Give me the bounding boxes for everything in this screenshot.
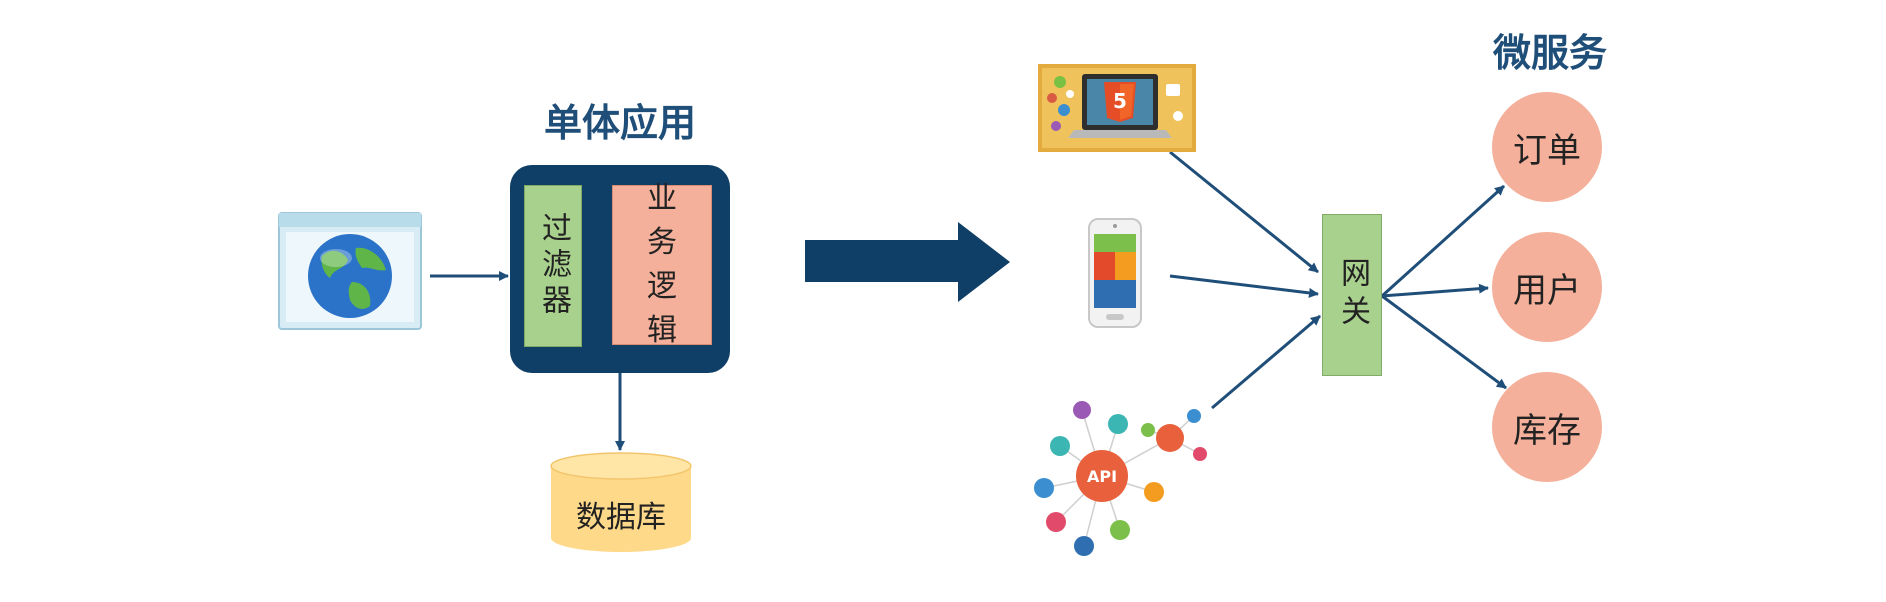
service-inventory: 库存: [1492, 372, 1602, 482]
html5-web-client-icon: 5: [1038, 64, 1196, 152]
business-logic-box: 业务逻辑: [612, 181, 712, 348]
smartphone-client-icon: [1088, 218, 1142, 328]
svg-text:5: 5: [1113, 89, 1127, 113]
database-cylinder: [550, 452, 692, 554]
transition-arrow: [805, 222, 1010, 302]
api-center-label: API: [1087, 467, 1117, 486]
arrow-gateway-to-inventory: [1381, 294, 1507, 390]
arrow-gateway-to-order: [1380, 184, 1506, 298]
service-user: 用户: [1492, 232, 1602, 342]
gateway-box: 网关: [1322, 214, 1382, 376]
service-order: 订单: [1492, 92, 1602, 202]
arrow-web-to-gateway: [1169, 150, 1319, 274]
microservices-title: 微服务: [1492, 31, 1607, 75]
database-label: 数据库: [576, 500, 666, 535]
filter-box: 过滤器: [524, 185, 582, 347]
api-ecosystem-icon: API: [1020, 386, 1216, 572]
arrow-gateway-to-user: [1381, 283, 1489, 298]
arrow-api-to-gateway: [1211, 314, 1321, 410]
monolith-title: 单体应用: [543, 101, 696, 145]
browser-globe-icon: [278, 212, 422, 330]
arrow-mobile-to-gateway: [1169, 274, 1319, 298]
